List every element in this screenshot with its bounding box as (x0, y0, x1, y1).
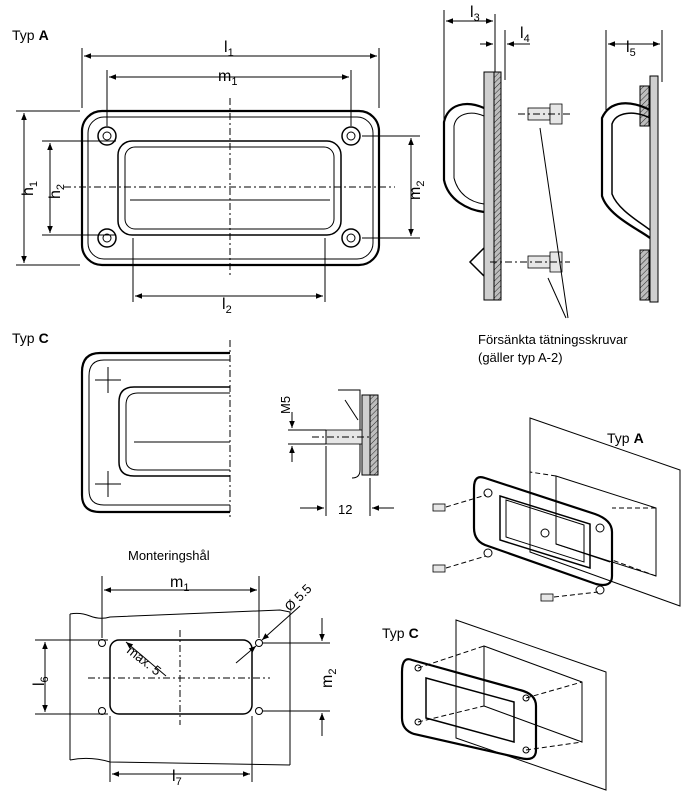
dim-12: 12 (338, 502, 352, 517)
typ-c-stud-view: M5 12 (278, 389, 394, 517)
dim-l2: l2 (222, 296, 232, 316)
dim-l1: l1 (224, 39, 234, 59)
dim-l7: l7 (172, 768, 182, 788)
dia-5-5-label: Ø 5.5 (282, 581, 315, 614)
dim-l4: l4 (520, 25, 530, 45)
typ-a-side-view: l3 l4 (442, 4, 570, 319)
dim-l3: l3 (470, 4, 480, 24)
dim-h1: h1 (20, 181, 40, 196)
mounting-holes-title: Monteringshål (128, 548, 210, 563)
dim-m1-mounting: m1 (170, 574, 189, 594)
m5-label: M5 (278, 396, 293, 414)
dim-l5: l5 (626, 39, 636, 59)
dim-m2: m2 (407, 181, 427, 200)
dim-l6: l6 (31, 676, 51, 686)
screw-note-line1: Försänkta tätningsskruvar (478, 332, 628, 347)
typ-a-section-view: l5 (600, 30, 663, 303)
dim-m2-mounting: m2 (319, 669, 339, 688)
max-5-label: max. 5 (124, 643, 164, 679)
dim-m1: m1 (218, 68, 237, 88)
sealing-screw (490, 103, 570, 273)
screw-note-line2: (gäller typ A-2) (478, 350, 563, 365)
dim-h2: h2 (47, 184, 67, 199)
mounting-holes-view: Monteringshål m1 l6 l7 m2 max. (31, 548, 339, 788)
mounting-hole (97, 126, 361, 248)
